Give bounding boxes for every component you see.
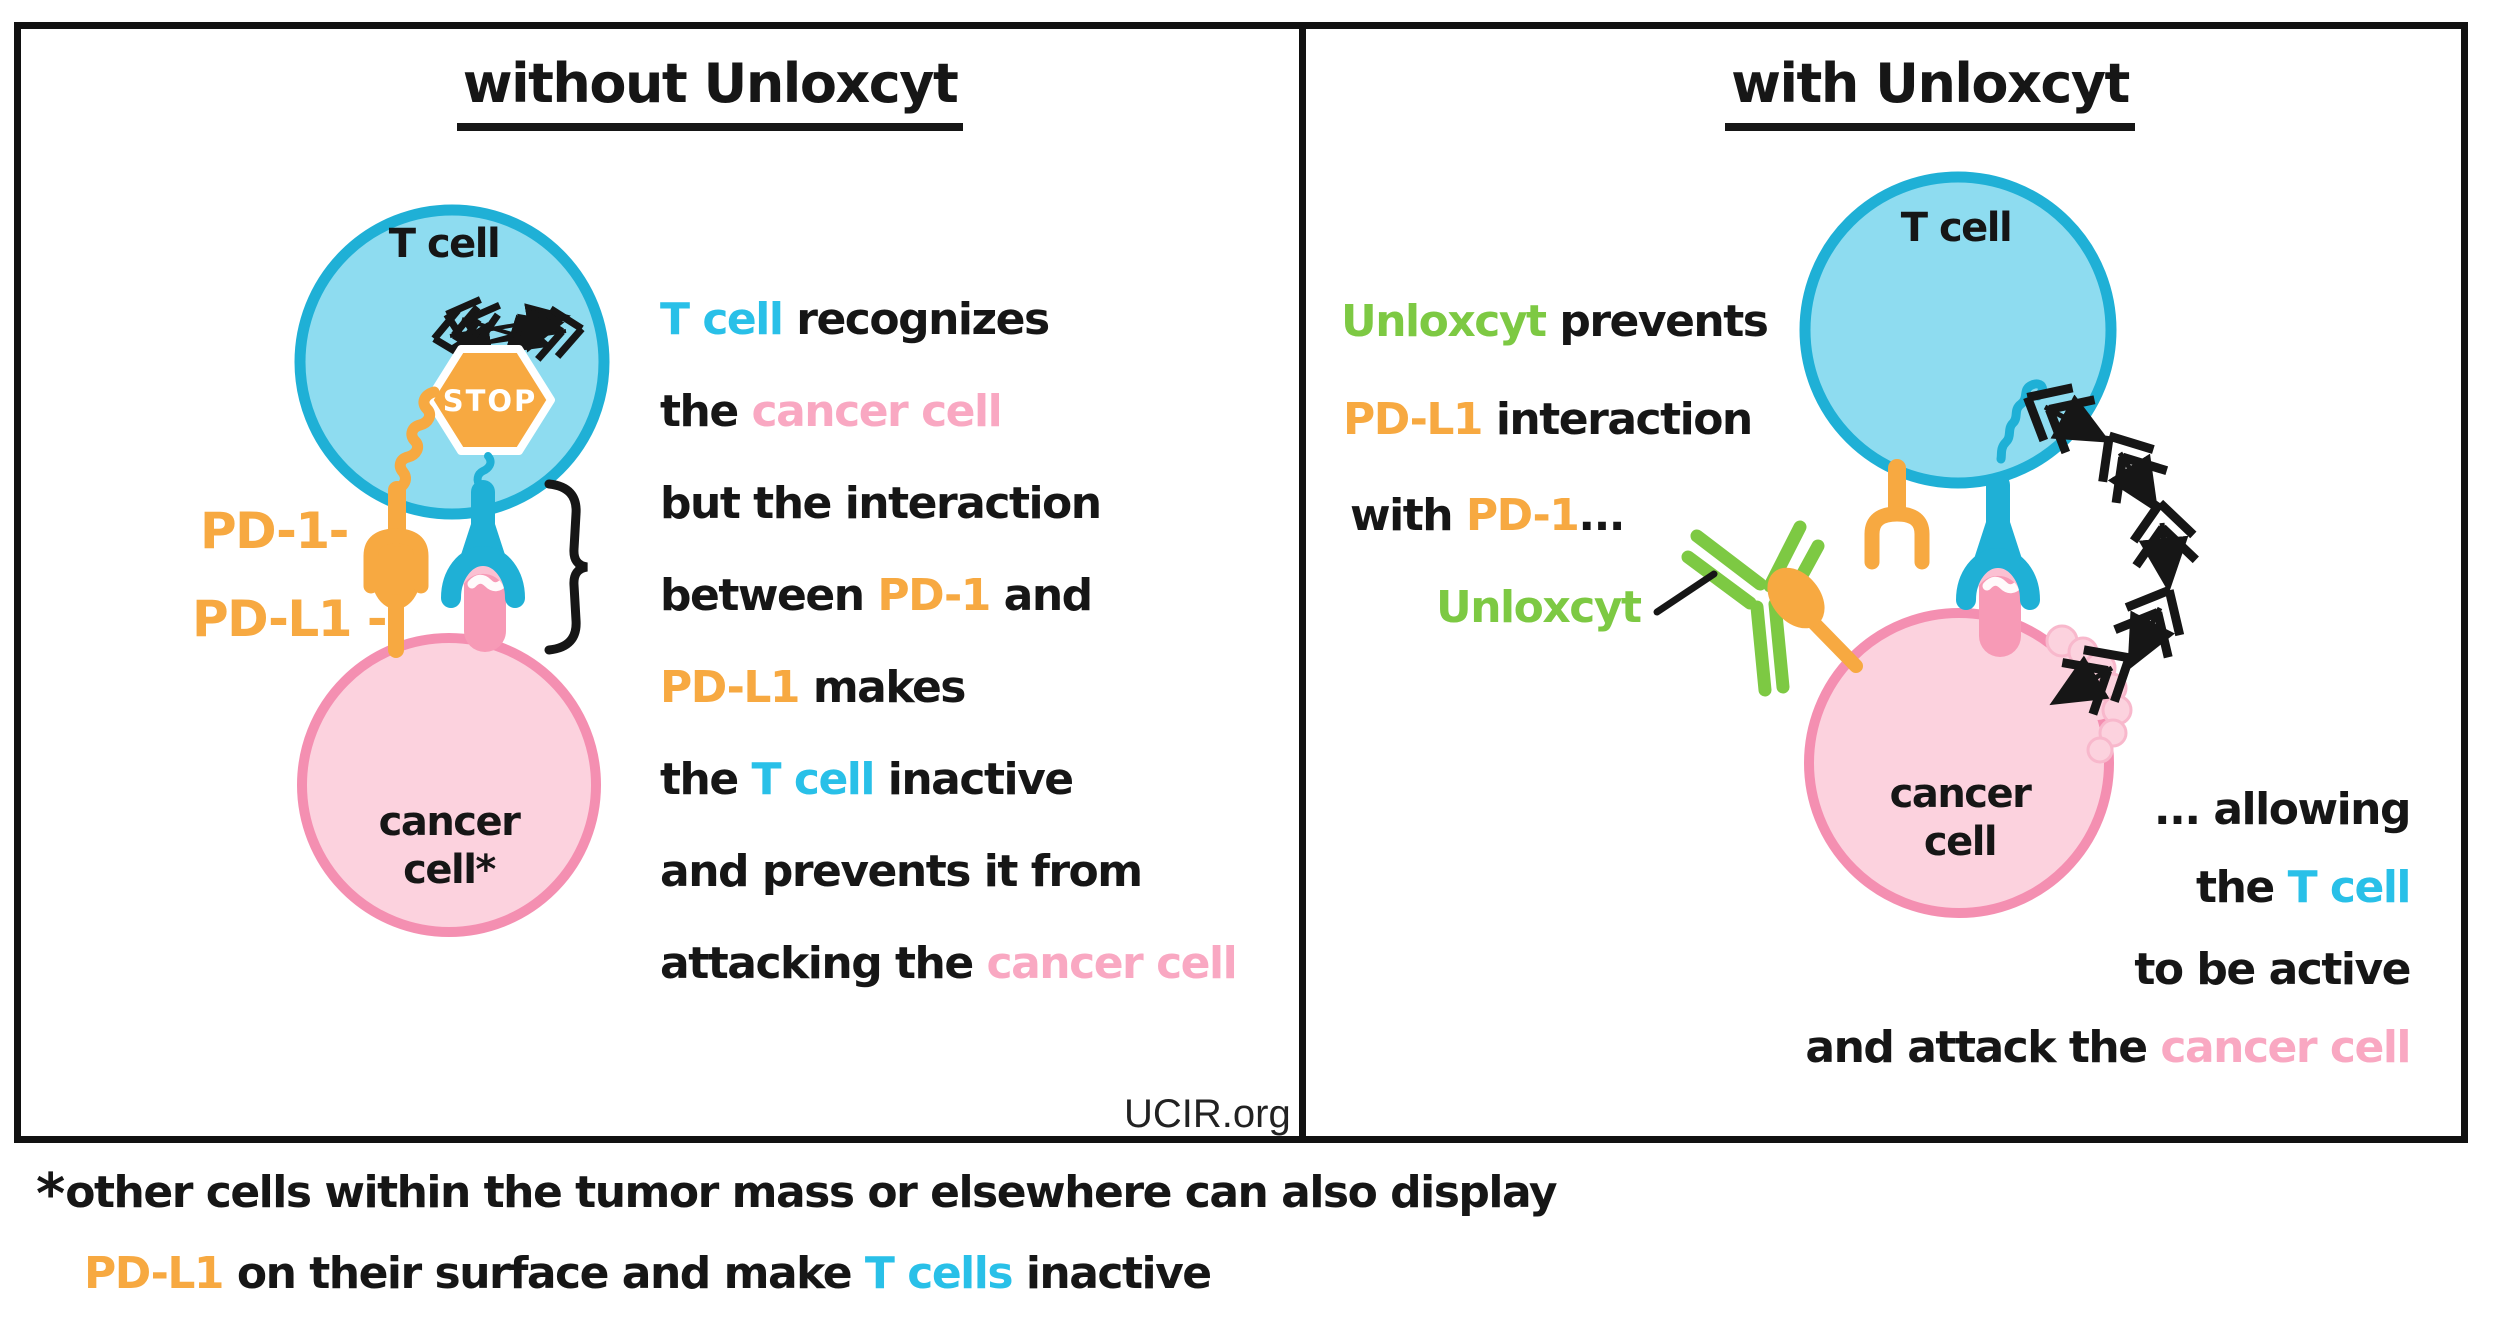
pdl1-label: PD-L1 - <box>192 590 388 648</box>
pd1-receptor-shape <box>363 481 429 594</box>
free-pdl1-spoon-shape <box>1767 567 1863 673</box>
attack-arrows-icon <box>2023 383 2199 716</box>
source-credit: UCIR.org <box>1124 1092 1291 1136</box>
right-t-cell-label: T cell <box>1900 205 2013 251</box>
right-caption-line5: the T cell <box>2196 862 2411 913</box>
panel-frame <box>14 22 2468 1143</box>
pd1-signal-squiggle <box>394 386 440 492</box>
left-t-cell-label: T cell <box>388 221 501 267</box>
left-caption-line5: PD-L1 makes <box>660 662 966 713</box>
left-caption-line2: the cancer cell <box>660 386 1003 437</box>
left-caption-line7: and prevents it from <box>660 846 1143 897</box>
right-caption-line3: with PD-1... <box>1350 490 1626 541</box>
left-cancer-cell-label: cancer cell* <box>378 799 521 893</box>
left-caption-line4: between PD-1 and <box>660 570 1093 621</box>
left-panel-title: without Unloxcyt <box>430 52 990 131</box>
right-tcr-receptor-shape <box>1956 473 2040 610</box>
right-cancer-cell-shape <box>1804 608 2114 918</box>
tcr-receptor-shape <box>441 480 525 608</box>
unloxcyt-label: Unloxcyt <box>1436 582 1642 633</box>
unloxcyt-pointer-line <box>1653 570 1718 616</box>
right-caption-line4: ... allowing <box>2153 784 2412 835</box>
right-caption-line7: and attack the cancer cell <box>1805 1022 2411 1073</box>
stop-sign-label: STOP <box>442 384 538 418</box>
interaction-brace <box>544 479 588 655</box>
footnote-line1: *other cells within the tumor mass or el… <box>36 1162 1558 1227</box>
right-pd1-receptor-shape <box>1864 459 1930 570</box>
pd1-label: PD-1- <box>200 502 349 560</box>
right-caption-line1: Unloxcyt prevents <box>1341 296 1769 347</box>
left-caption-line3: but the interaction <box>660 478 1102 529</box>
pdl1-ligand-shape <box>371 539 421 658</box>
left-caption-line1: T cell recognizes <box>660 294 1050 345</box>
right-caption-line6: to be active <box>2134 944 2411 995</box>
right-panel-title: with Unloxcyt <box>1680 52 2180 131</box>
left-caption-line8: attacking the cancer cell <box>660 938 1238 989</box>
blocked-attack-arrows-icon <box>431 296 585 370</box>
left-cancer-cell-shape <box>297 633 601 937</box>
footnote-line2: PD-L1 on their surface and make T cells … <box>84 1248 1212 1299</box>
right-caption-line2: PD-L1 interaction <box>1343 394 1753 445</box>
right-cancer-cell-label: cancer cell <box>1889 771 2032 865</box>
panel-divider <box>1299 22 1306 1143</box>
left-caption-line6: the T cell inactive <box>660 754 1074 805</box>
